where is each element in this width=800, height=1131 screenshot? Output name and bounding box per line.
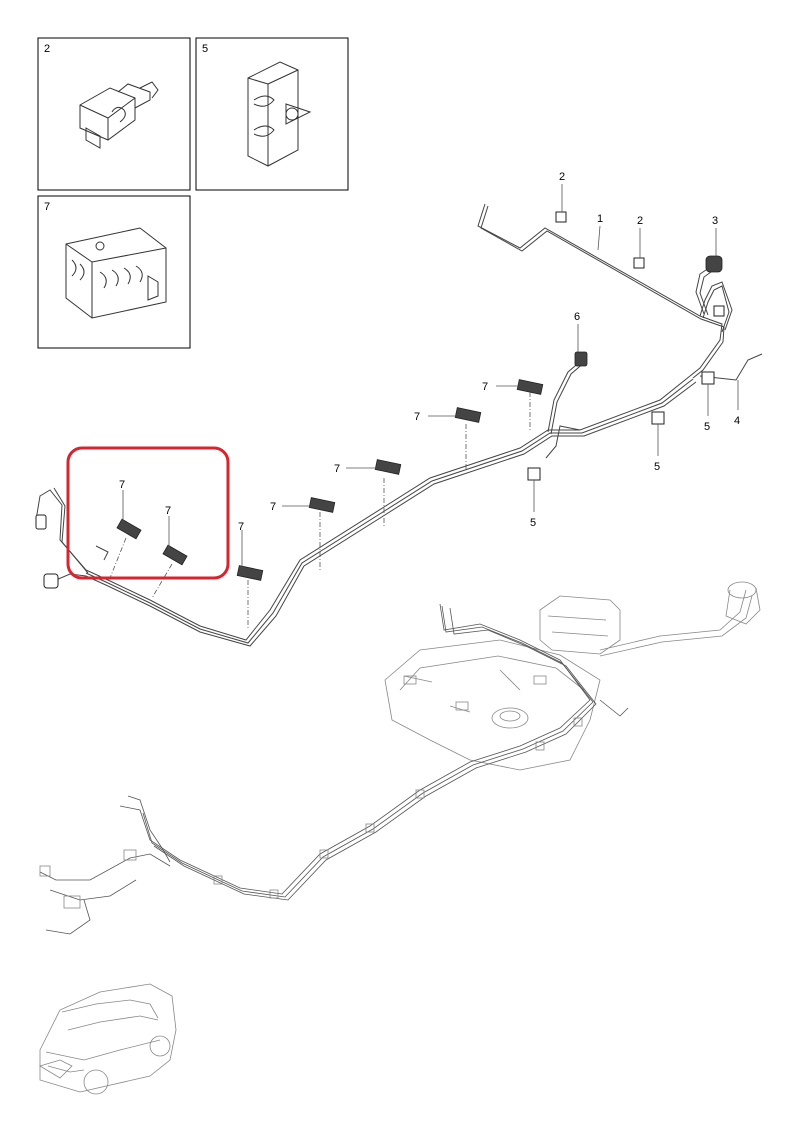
callout-2a: 2	[559, 171, 565, 183]
callout-2b: 2	[637, 215, 643, 227]
inset-label-7: 7	[44, 201, 50, 213]
callout-7e: 7	[238, 521, 244, 533]
inset-label-2: 2	[44, 43, 50, 55]
callout-5b: 5	[654, 461, 660, 473]
inset-part-7: 7	[37, 195, 191, 349]
clip-7-illustration	[65, 227, 167, 319]
inset-part-2: 2	[37, 37, 191, 191]
fuel-tank-context	[39, 581, 761, 935]
callout-7c: 7	[334, 463, 340, 475]
clip-5-illustration	[247, 61, 312, 167]
callout-7f: 7	[119, 479, 125, 491]
callout-6: 6	[574, 311, 580, 323]
clip-2-illustration	[79, 81, 159, 149]
inset-part-5: 5	[195, 37, 349, 191]
highlight-box	[66, 446, 230, 580]
fuel-line-assembly	[35, 203, 763, 647]
callout-1: 1	[597, 213, 603, 225]
callout-5c: 5	[530, 517, 536, 529]
vehicle-locator-thumbnail	[39, 983, 177, 1095]
callout-5a: 5	[704, 421, 710, 433]
callout-leaders	[122, 184, 739, 568]
inset-label-5: 5	[202, 43, 208, 55]
callout-3: 3	[712, 215, 718, 227]
callout-4: 4	[734, 415, 740, 427]
callout-7g: 7	[165, 505, 171, 517]
callouts: 1 2 2 3 4 5 5 5 6 7 7 7 7 7 7 7	[119, 171, 740, 533]
callout-7b: 7	[414, 411, 420, 423]
callout-7a: 7	[482, 381, 488, 393]
callout-7d: 7	[270, 501, 276, 513]
